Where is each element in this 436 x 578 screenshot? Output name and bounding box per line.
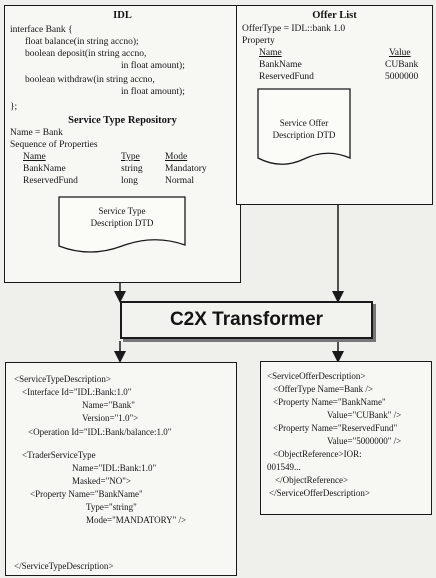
xml-line: </ObjectReference> (275, 475, 349, 485)
offer-list-title: Offer List (312, 10, 357, 21)
idl-line: boolean deposit(in string accno, (25, 49, 147, 59)
service-type-dtd-document: Service Type Description DTD (58, 196, 186, 256)
offer-type-line: OfferType = IDL::bank 1.0 (242, 24, 346, 34)
table-cell: Mandatory (165, 164, 207, 174)
xml-line: <TraderServiceType (22, 450, 96, 460)
dtd-label-line2: Description DTD (272, 130, 336, 140)
xml-line: </ServiceTypeDescription> (14, 561, 114, 571)
repository-name: Name = Bank (10, 128, 63, 138)
col-header-name: Name (259, 48, 282, 58)
xml-line: </ServiceOfferDescription> (269, 488, 370, 498)
xml-line: Value="CUBank" /> (327, 410, 402, 420)
table-cell: ReservedFund (259, 72, 314, 82)
idl-title: IDL (113, 10, 132, 21)
c2x-transformer: C2X Transformer (120, 301, 373, 339)
xml-line: <Property Name="BankName" (30, 489, 143, 499)
col-header-value: Value (389, 48, 411, 58)
table-cell: CUBank (385, 60, 419, 70)
xml-line: <ObjectReference>IOR: (273, 449, 362, 459)
table-cell: ReservedFund (23, 176, 78, 186)
idl-line: interface Bank { (10, 25, 73, 35)
service-type-description-output: <ServiceTypeDescription> <Interface Id="… (5, 362, 237, 576)
service-offer-dtd-document: Service Offer Description DTD (257, 88, 351, 170)
idl-line: boolean withdraw(in string accno, (25, 75, 155, 85)
dtd-label-line1: Service Offer (279, 118, 329, 128)
sequence-label: Sequence of Properties (10, 140, 98, 150)
xml-line: Type="string" (86, 502, 137, 512)
xml-line: <Interface Id="IDL:Bank:1.0" (22, 387, 132, 397)
service-offer-description-output: <ServiceOfferDescription> <OfferType Nam… (260, 361, 432, 515)
document-icon (257, 88, 351, 165)
xml-line: 001549... (267, 462, 301, 472)
xml-line: <Operation Id="IDL:Bank/balance:1.0" (28, 427, 172, 437)
col-header-type: Type (121, 152, 140, 162)
col-header-mode: Mode (165, 152, 188, 162)
idl-box: IDL interface Bank { float balance(in st… (4, 5, 241, 283)
xml-line: <OfferType Name=Bank /> (273, 384, 373, 394)
col-header-name: Name (23, 152, 46, 162)
table-cell: long (121, 176, 138, 186)
xml-line: <ServiceOfferDescription> (267, 371, 366, 381)
xml-line: Name="Bank" (82, 400, 135, 410)
dtd-label-line2: Description DTD (90, 218, 154, 228)
xml-line: <Property Name="BankName" (273, 397, 386, 407)
property-label: Property (242, 36, 275, 46)
xml-line: Masked="NO"> (72, 476, 131, 486)
xml-line: Name="IDL:Bank:1.0" (72, 463, 157, 473)
dtd-label-line1: Service Type (98, 206, 146, 216)
document-icon (58, 196, 186, 253)
offer-list-box: Offer List OfferType = IDL::bank 1.0 Pro… (236, 5, 433, 205)
idl-line: float balance(in string accno); (25, 37, 139, 47)
xml-line: Value="5000000" /> (327, 436, 402, 446)
table-cell: Normal (165, 176, 195, 186)
xml-line: <ServiceTypeDescription> (14, 374, 111, 384)
idl-line: in float amount); (121, 61, 185, 71)
idl-line: in float amount); (121, 87, 185, 97)
xml-line: <Property Name="ReservedFund" (273, 423, 398, 433)
xml-line: Mode="MANDATORY" /> (86, 515, 187, 525)
repository-title: Service Type Repository (68, 115, 177, 126)
idl-line: }; (10, 102, 18, 112)
table-cell: 5000000 (385, 72, 419, 82)
xml-line: Version="1.0"> (82, 413, 139, 423)
table-cell: BankName (23, 164, 66, 174)
table-cell: string (121, 164, 143, 174)
table-cell: BankName (259, 60, 302, 70)
